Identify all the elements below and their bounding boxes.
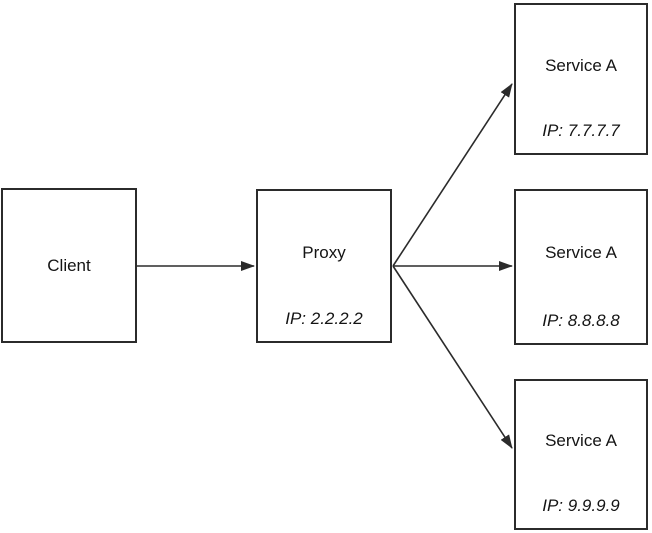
proxy-ip-label: IP: 2.2.2.2 [285, 309, 363, 328]
service-middle-ip-label: IP: 8.8.8.8 [542, 311, 620, 330]
client-label: Client [47, 255, 91, 275]
service-top-node: Service A IP: 7.7.7.7 [514, 3, 648, 155]
service-top-ip-label: IP: 7.7.7.7 [542, 121, 620, 140]
service-bottom-ip-label: IP: 9.9.9.9 [542, 496, 620, 515]
service-top-label: Service A [545, 55, 617, 75]
service-middle-label: Service A [545, 243, 617, 263]
edge-proxy-to-service-bottom [392, 265, 513, 449]
edge-proxy-to-service-top [392, 83, 513, 267]
service-middle-node: Service A IP: 8.8.8.8 [514, 189, 648, 345]
service-bottom-node: Service A IP: 9.9.9.9 [514, 379, 648, 530]
proxy-label: Proxy [302, 242, 346, 262]
service-bottom-label: Service A [545, 431, 617, 451]
proxy-node: Proxy IP: 2.2.2.2 [256, 189, 392, 343]
client-node: Client [1, 188, 137, 343]
